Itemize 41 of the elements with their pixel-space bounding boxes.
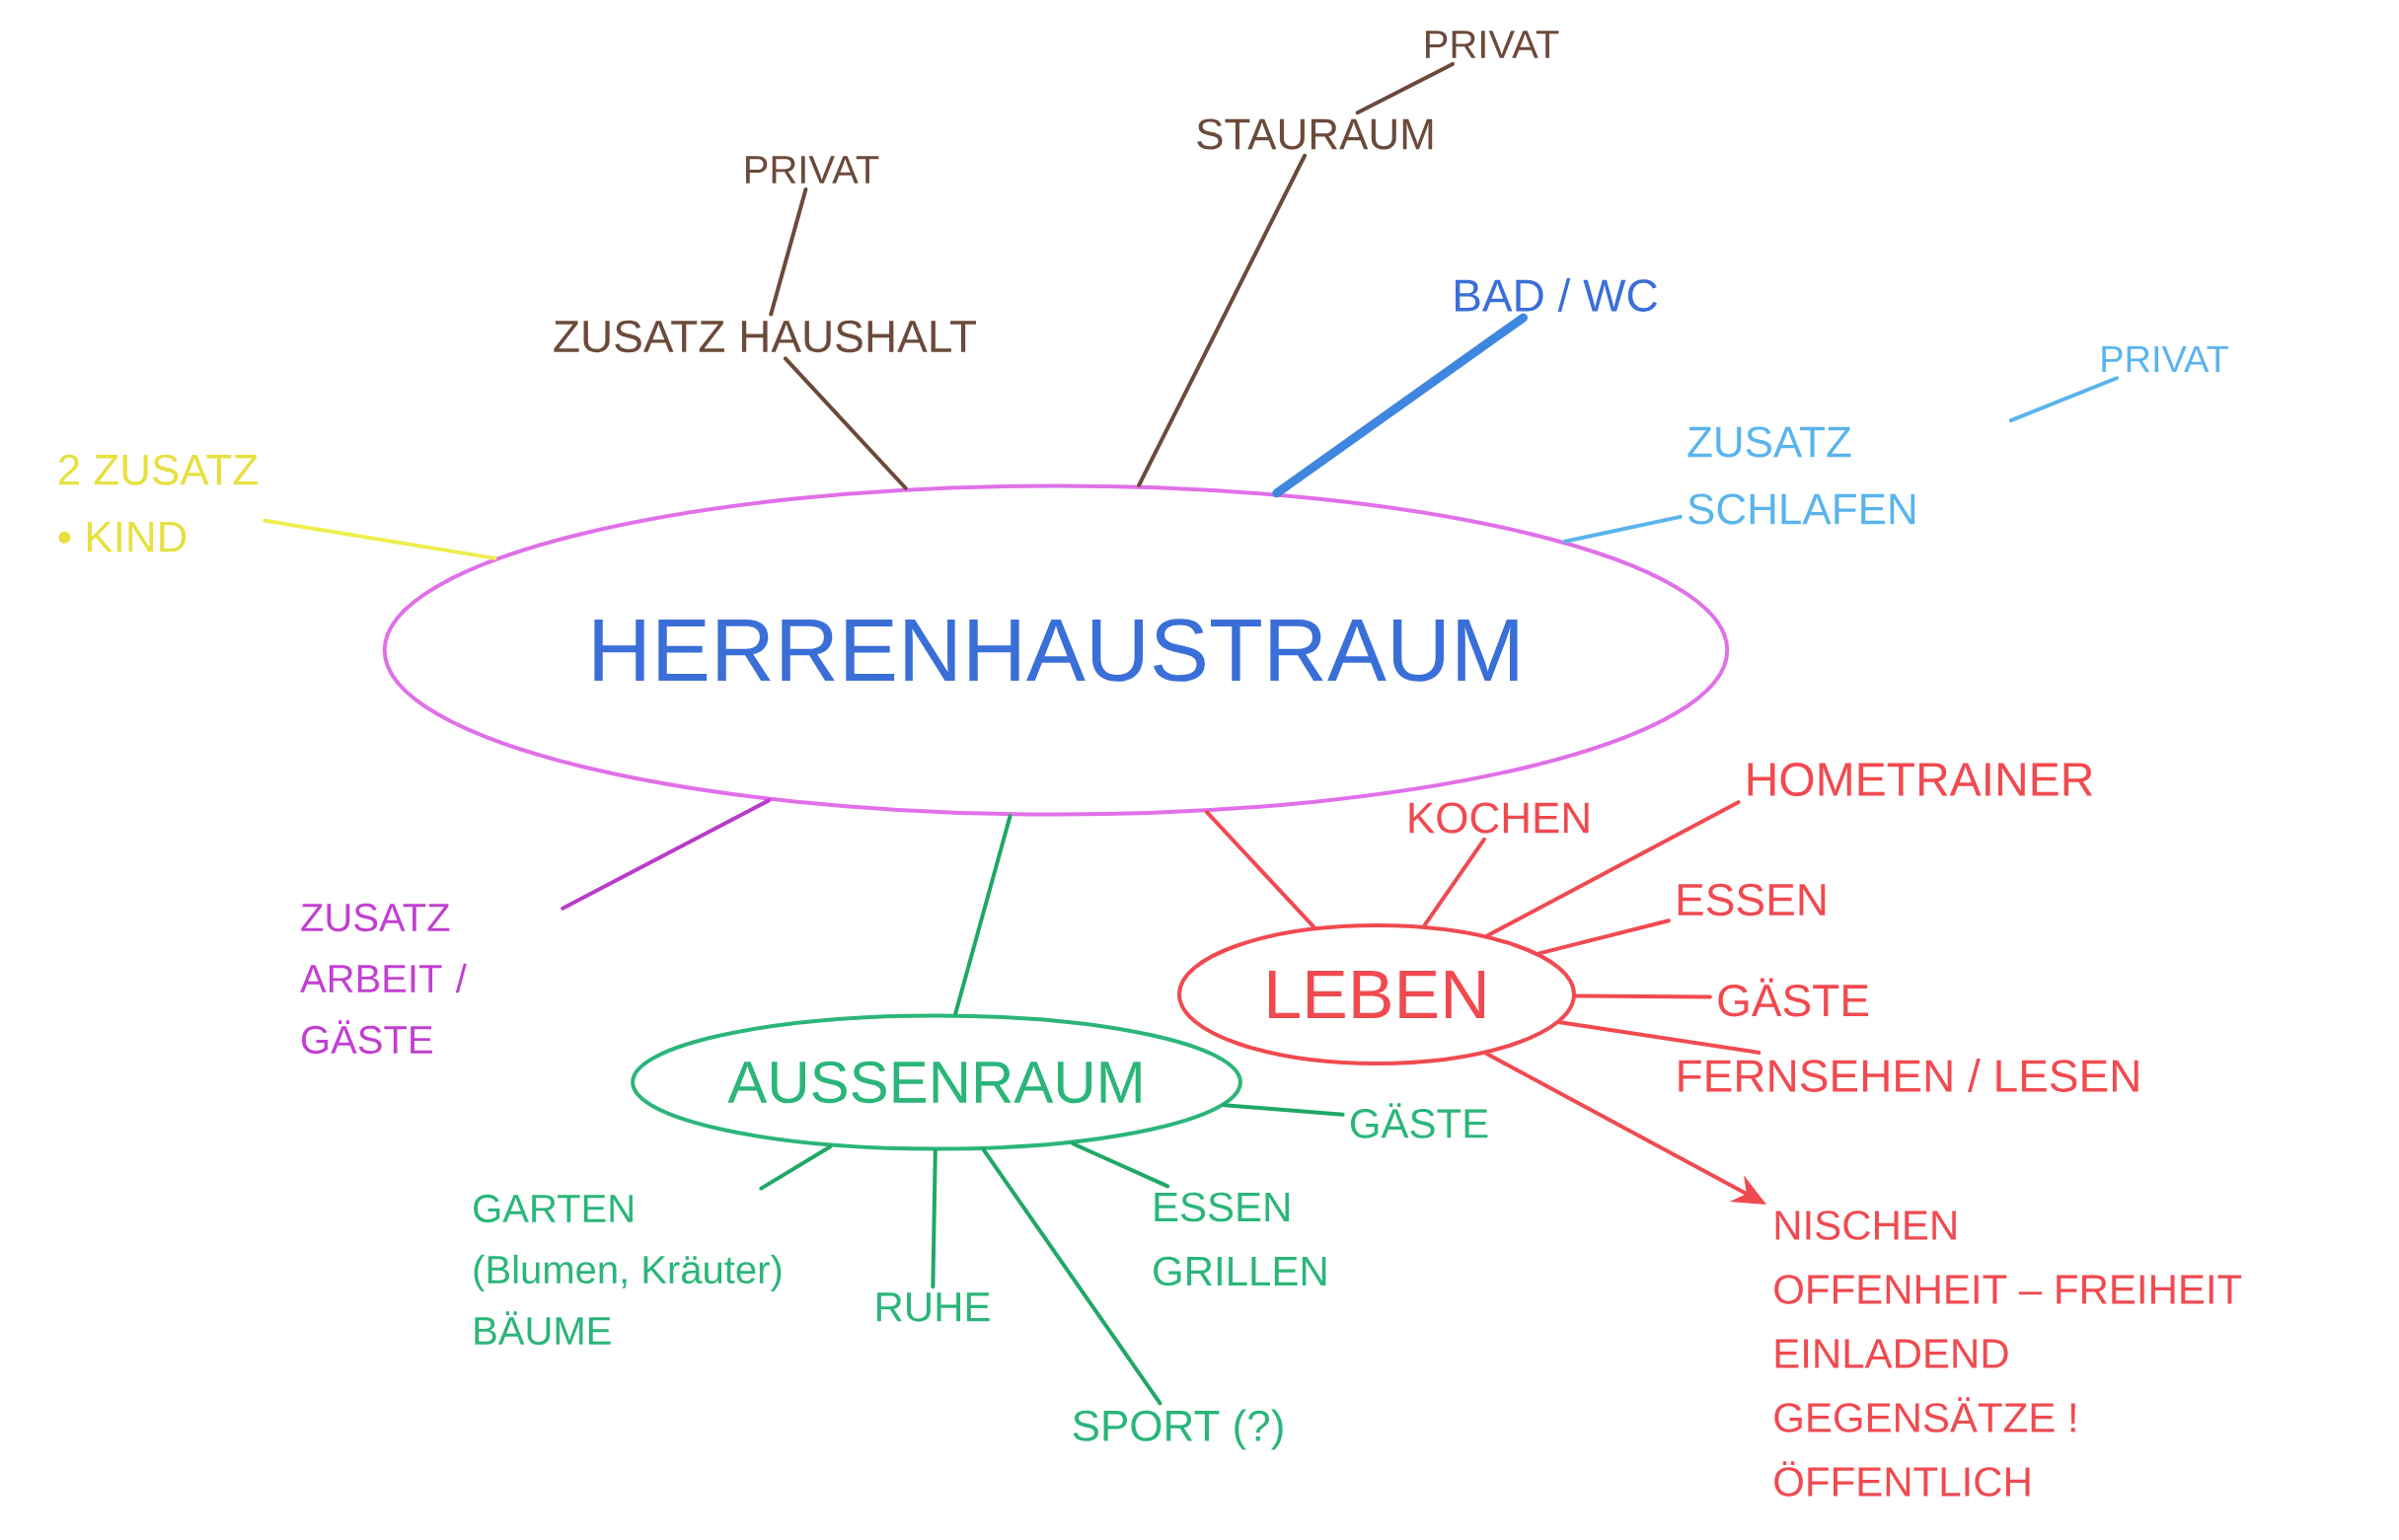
keyword-list: NISCHEN OFFENHEIT – FREIHEIT EINLADEND GEGENSÄTZE ! ÖFFENTLICH — [1774, 1210, 2242, 1497]
branch-line — [769, 186, 808, 317]
branch-label: GARTEN (Blumen, Kräuter) BÄUME — [474, 1194, 782, 1346]
branch-label: KOCHEN — [1409, 802, 1589, 834]
branch-label: PRIVAT — [746, 156, 879, 183]
branch-line — [1573, 993, 1712, 999]
branch-label: RUHE — [876, 1292, 990, 1322]
branch-line — [1563, 514, 1683, 544]
branch-label: ZUSATZ HAUSHALT — [554, 320, 977, 353]
branch-line — [931, 1148, 937, 1289]
branch-line — [1355, 61, 1455, 115]
branch-label: STAURAUM — [1197, 118, 1433, 150]
branch-label: ZUSATZ ARBEIT / GÄSTE — [300, 903, 467, 1055]
branch-label: 2 ZUSATZ • KIND — [58, 454, 258, 552]
branch-label: ESSEN GRILLEN — [1154, 1192, 1326, 1286]
branch-line — [1071, 1141, 1170, 1189]
branch-label: FERNSEHEN / LESEN — [1679, 1059, 2138, 1092]
branch-label: ESSEN — [1678, 883, 1826, 917]
branch-label: ZUSATZ SCHLAFEN — [1687, 426, 1915, 525]
branch-label: GÄSTE — [1718, 978, 1868, 1017]
branch-label: PRIVAT — [1426, 31, 1559, 58]
branch-line — [2008, 376, 2120, 423]
branch-line — [783, 356, 908, 490]
branch-line — [953, 814, 1012, 1016]
branch-line — [262, 518, 497, 560]
branch-line — [1422, 837, 1486, 928]
branch-label: HOMETRAINER — [1748, 763, 2093, 796]
branch-line — [759, 1144, 833, 1191]
branch-line — [1204, 810, 1316, 929]
branch-label: SPORT (?) — [1073, 1409, 1283, 1450]
branch-line — [1137, 153, 1308, 487]
branch-line — [1485, 800, 1741, 938]
branch-line — [1537, 918, 1671, 956]
branch-label: PRIVAT — [2102, 345, 2228, 373]
branch-line — [1222, 1103, 1345, 1117]
branch-line — [561, 798, 771, 911]
branch-label: GÄSTE — [1350, 1103, 1488, 1138]
branch-line — [981, 1147, 1162, 1406]
branch-line — [1272, 313, 1529, 498]
branch-label: BAD / WC — [1456, 278, 1657, 312]
branch-line — [1557, 1020, 1762, 1055]
